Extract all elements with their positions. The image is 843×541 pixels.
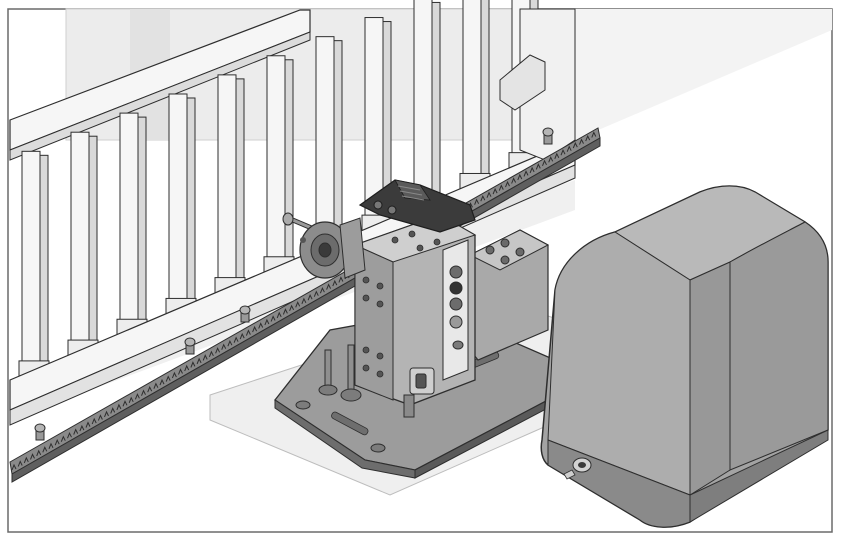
gate-picket — [263, 55, 295, 276]
gate-picket — [410, 0, 442, 213]
anchor-bolt — [318, 349, 338, 396]
rack-bolt — [239, 305, 251, 323]
anchor-bolt — [295, 400, 386, 453]
gate-top-rail — [9, 9, 311, 151]
gearbox-front-face — [354, 244, 394, 401]
rack-bolt — [542, 127, 554, 145]
gearbox-top-holes — [391, 230, 441, 252]
rack-bolt — [34, 423, 46, 441]
settings-icon — [449, 315, 463, 329]
stop-icon — [449, 281, 463, 295]
rack-fixing-bolts — [34, 127, 554, 441]
control-buttons — [449, 265, 464, 350]
anchor-bolt — [340, 344, 362, 402]
gate-picket — [116, 112, 148, 338]
gate-picket — [18, 150, 50, 380]
rack-bolt — [184, 337, 196, 355]
gearmotor — [353, 179, 550, 418]
gate-guide-block — [499, 54, 546, 111]
control-board — [358, 179, 476, 233]
up-arrow-icon — [449, 265, 463, 279]
gate-picket — [459, 0, 491, 192]
gearbox-holes — [362, 276, 384, 378]
pinion-assembly — [282, 212, 366, 279]
gate-picket — [312, 36, 344, 255]
key-lock-icon — [563, 457, 592, 480]
gate-picket — [67, 131, 99, 359]
operator-cover — [540, 185, 829, 528]
manual-release-knob — [409, 367, 435, 395]
gate-picket — [214, 74, 246, 297]
down-arrow-icon — [449, 297, 463, 311]
motor-screws — [485, 238, 525, 265]
gate-picket — [165, 93, 197, 317]
